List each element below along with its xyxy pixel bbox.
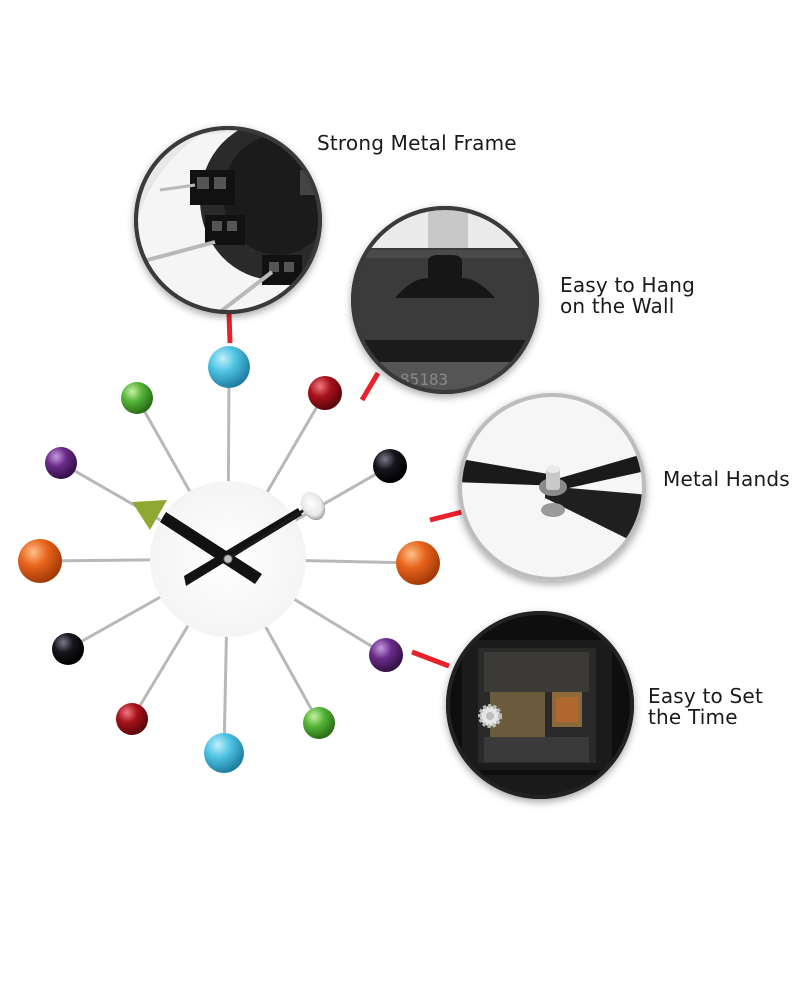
time-set-gear-icon <box>478 704 502 728</box>
ball-5-green <box>303 707 335 739</box>
hour-hand <box>160 512 262 584</box>
ball-12-cyan <box>208 346 250 388</box>
feature-label-metal-hands: Metal Hands <box>663 467 790 491</box>
ball-4-purple <box>369 638 403 672</box>
ball-9-orange <box>18 539 62 583</box>
ball-clock <box>18 346 440 773</box>
second-hand-pointer <box>132 500 167 530</box>
detail-metal-hands <box>458 393 646 581</box>
minute-hand <box>184 508 302 586</box>
clock-hands <box>132 491 326 586</box>
ball-1-red <box>308 376 342 410</box>
detail-wall-hanger: 85183 <box>351 206 539 394</box>
clock-balls <box>18 346 440 773</box>
detail-clock-movement <box>446 611 634 799</box>
ball-6-cyan <box>204 733 244 773</box>
connector-lines <box>226 312 463 669</box>
second-hand <box>227 503 313 561</box>
ball-7-red <box>116 703 148 735</box>
feature-label-metal-frame: Strong Metal Frame <box>317 131 517 155</box>
ball-3-orange <box>396 541 440 585</box>
feature-label-easy-hang: Easy to Hang on the Wall <box>560 273 696 318</box>
svg-text:85183: 85183 <box>400 370 448 389</box>
feature-label-set-time: Easy to Set the Time <box>648 684 763 729</box>
ball-10-purple <box>45 447 77 479</box>
ball-2-black <box>373 449 407 483</box>
ball-8-black <box>52 633 84 665</box>
second-hand-counterweight <box>300 491 326 521</box>
clock-hub <box>223 554 233 564</box>
ball-11-green <box>121 382 153 414</box>
